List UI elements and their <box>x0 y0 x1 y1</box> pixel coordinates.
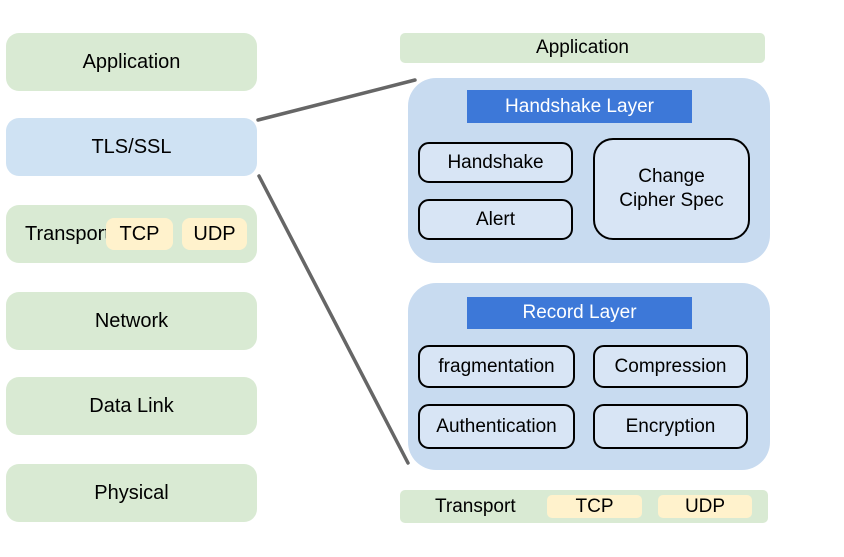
tcp-chip: TCP <box>106 218 173 250</box>
authentication-box: Authentication <box>418 404 575 449</box>
layer-box-network: Network <box>6 292 257 350</box>
layer-box-physical: Physical <box>6 464 257 522</box>
udp-chip: UDP <box>182 218 247 250</box>
connector-line-top <box>256 78 417 122</box>
encryption-box: Encryption <box>593 404 748 449</box>
layer-box-tls-ssl: TLS/SSL <box>6 118 257 176</box>
fragmentation-box: fragmentation <box>418 345 575 388</box>
change-cipher-spec-box: Change Cipher Spec <box>593 138 750 240</box>
right-udp-chip: UDP <box>658 495 752 518</box>
connector-line-bottom <box>257 174 410 465</box>
compression-box: Compression <box>593 345 748 388</box>
right-transport-label: Transport <box>435 495 516 517</box>
right-transport-bar: Transport TCP UDP <box>400 490 768 523</box>
transport-layer-label: Transport <box>25 222 110 245</box>
handshake-box: Handshake <box>418 142 573 183</box>
right-tcp-chip: TCP <box>547 495 642 518</box>
record-layer-header: Record Layer <box>467 297 692 329</box>
alert-box: Alert <box>418 199 573 240</box>
layer-box-transport: Transport TCP UDP <box>6 205 257 263</box>
layer-box-data-link: Data Link <box>6 377 257 435</box>
layer-box-application: Application <box>6 33 257 91</box>
right-application-bar: Application <box>400 33 765 63</box>
handshake-layer-header: Handshake Layer <box>467 90 692 123</box>
